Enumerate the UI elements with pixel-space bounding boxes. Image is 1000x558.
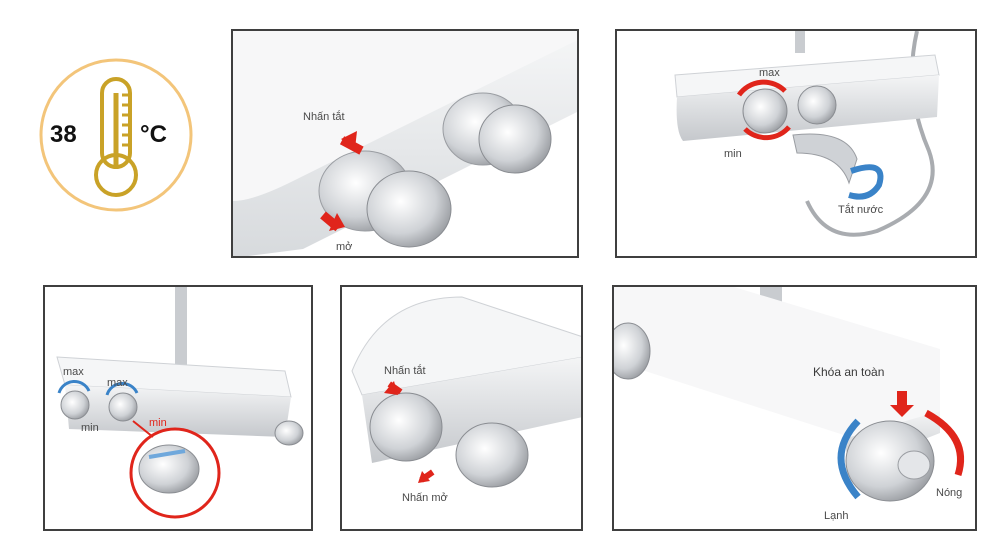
- temperature-badge: 38 °C: [38, 57, 194, 213]
- label-press-open: Nhấn mở: [402, 492, 448, 504]
- panel-safety-lock: Khóa an toàn Lạnh Nóng: [612, 285, 977, 531]
- label-min: min: [724, 148, 742, 160]
- shower-valve-illustration: [614, 287, 965, 502]
- shower-valve-illustration: [56, 287, 304, 519]
- thermometer-icon: [39, 58, 193, 212]
- label-press-off: Nhấn tắt: [303, 111, 345, 123]
- label-cold: Lạnh: [824, 510, 849, 522]
- label-water-off: Tắt nước: [838, 204, 884, 216]
- label-press-off: Nhấn tắt: [384, 365, 426, 377]
- panel-press-buttons-front: Nhấn tắt Nhấn mở: [340, 285, 583, 531]
- temperature-value: 38: [50, 121, 77, 148]
- temperature-unit: °C: [140, 121, 167, 148]
- shower-valve-illustration: [674, 31, 940, 237]
- label-max-right: max: [107, 377, 128, 389]
- panel-dual-dials: max max min min: [43, 285, 313, 531]
- label-safety-lock: Khóa an toàn: [813, 365, 885, 379]
- shower-valve-illustration: [351, 296, 581, 488]
- label-max: max: [759, 67, 780, 79]
- panel-push-buttons-closeup: Nhấn tắt mở: [231, 29, 579, 258]
- label-open: mở: [336, 241, 353, 253]
- label-max-left: max: [63, 366, 84, 378]
- label-min-right: min: [149, 417, 167, 429]
- shower-valve-illustration: [233, 31, 577, 256]
- label-min-left: min: [81, 422, 99, 434]
- panel-temperature-dial: max min Tắt nước: [615, 29, 977, 258]
- label-hot: Nóng: [936, 487, 963, 499]
